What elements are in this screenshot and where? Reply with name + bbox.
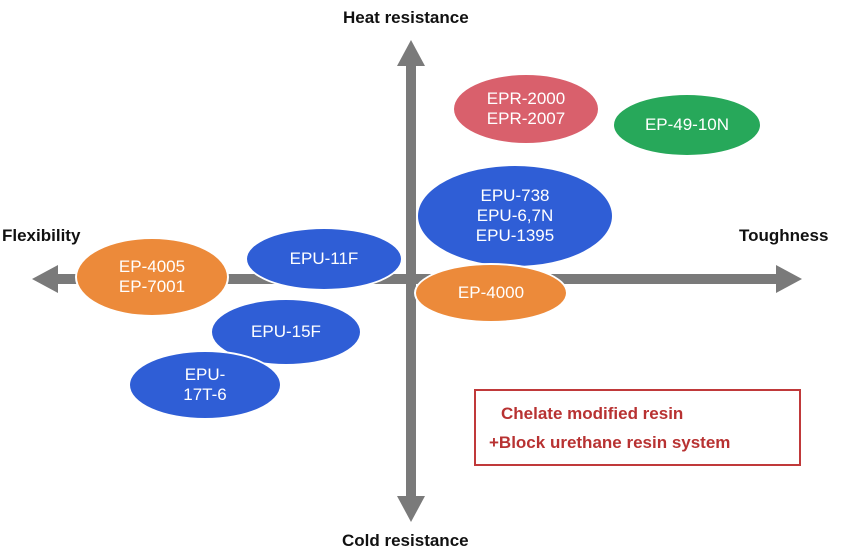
- product-label: EPU-11F: [289, 249, 359, 268]
- product-label: EPU-15F: [251, 322, 321, 341]
- legend-line-2: +Block urethane resin system: [489, 433, 731, 452]
- axis-label-right: Toughness: [739, 226, 829, 245]
- product-ellipse-ep4005: EP-4005 EP-7001: [75, 237, 229, 317]
- product-label: 17T-6: [183, 385, 227, 404]
- product-ellipse-ep49: EP-49-10N: [612, 93, 762, 157]
- axis-label-bottom: Cold resistance: [342, 531, 469, 550]
- legend-box: Chelate modified resin +Block urethane r…: [474, 389, 801, 466]
- arrow-up-icon: [397, 40, 425, 66]
- product-ellipse-epr: EPR-2000 EPR-2007: [452, 73, 600, 145]
- product-label: EPR-2000: [486, 89, 566, 108]
- legend-line-1: Chelate modified resin: [501, 404, 684, 423]
- arrow-left-icon: [32, 265, 58, 293]
- product-ellipse-ep4000: EP-4000: [414, 263, 568, 323]
- arrow-right-icon: [776, 265, 802, 293]
- product-label: EP-7001: [118, 277, 186, 296]
- product-ellipse-epu11f: EPU-11F: [245, 227, 403, 291]
- product-ellipse-epu738: EPU-738 EPU-6,7N EPU-1395: [416, 164, 614, 268]
- product-label: EPR-2007: [486, 109, 566, 128]
- arrow-down-icon: [397, 496, 425, 522]
- product-label: EPU-1395: [475, 226, 555, 245]
- product-label: EP-49-10N: [644, 115, 730, 134]
- axis-label-top: Heat resistance: [343, 8, 469, 27]
- horizontal-axis-line: [50, 274, 790, 284]
- product-label: EPU-: [184, 365, 226, 384]
- product-label: EPU-6,7N: [476, 206, 554, 225]
- product-label: EP-4005: [118, 257, 186, 276]
- product-label: EPU-738: [480, 186, 550, 205]
- axis-label-left: Flexibility: [2, 226, 81, 245]
- product-label: EP-4000: [457, 283, 525, 302]
- product-ellipse-epu17t: EPU- 17T-6: [128, 350, 282, 420]
